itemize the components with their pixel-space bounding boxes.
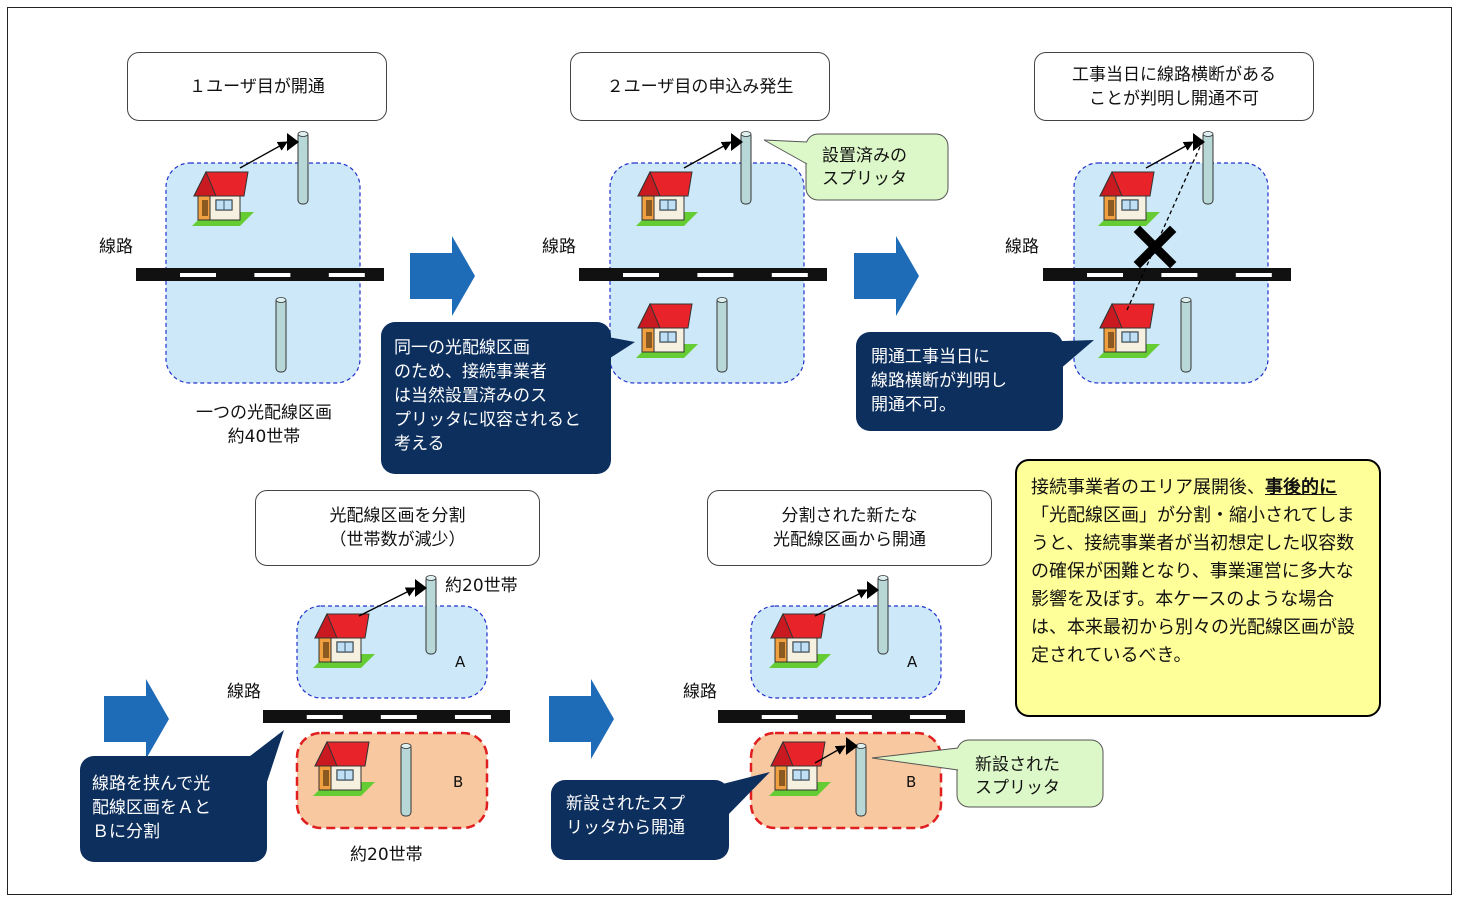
road-marking: [254, 273, 291, 277]
splitter-pole-icon: [877, 575, 889, 655]
households-a-label: 約20世帯: [445, 576, 518, 596]
new-splitter-callout-tail-border: [871, 747, 959, 771]
new-splitter-callout-tail: [872, 748, 959, 770]
households-b-label: 約20世帯: [350, 845, 423, 865]
diagram-frame: [7, 7, 1452, 895]
crossing-callout-text: 開通工事当日に 線路横断が判明し 開通不可。: [871, 347, 1007, 415]
split-callout-tail: [237, 730, 284, 794]
step4-title-box: 光配線区画を分割 （世帯数が減少）: [255, 490, 540, 566]
crossing-callout-tail: [1033, 340, 1094, 370]
pole-top: [275, 297, 287, 303]
installed-splitter-callout: [805, 133, 949, 201]
splitter-pole-icon: [425, 575, 437, 655]
splitter-pole-icon: [855, 743, 867, 817]
splitter-pole-icon: [297, 131, 309, 205]
road-marking: [835, 715, 872, 719]
road-marking: [1235, 273, 1272, 277]
road-label: 線路: [227, 682, 261, 702]
new-splitter-callout: [956, 739, 1104, 808]
road-label: 線路: [683, 682, 717, 702]
road-marking: [623, 273, 659, 277]
cross-mark-icon: [1133, 225, 1177, 269]
road-marking: [1087, 273, 1123, 277]
same-area-callout-text: 同一の光配線区画 のため、接続事業者 は当然設置済みのス プリッタに収容されると…: [394, 338, 581, 454]
note-text-2: 「光配線区画」が分割・縮小されてしまうと、接続事業者が当初想定した収容数の確保が…: [1031, 505, 1355, 666]
pole-top: [740, 131, 752, 137]
road-label: 線路: [542, 237, 576, 257]
area-description: 一つの光配線区画 約40世帯: [196, 403, 332, 447]
arrow-right-icon: [104, 679, 169, 759]
zone-a-label: A: [455, 653, 466, 671]
installed-splitter-callout-tail-border: [763, 139, 808, 165]
zone-b-label: B: [453, 773, 464, 791]
crossing-callout: [856, 332, 1063, 431]
step1-title-box: １ユーザ目が開通: [127, 52, 387, 121]
arrow-right-icon: [854, 236, 919, 316]
zone-a-label: A: [907, 653, 918, 671]
pole-top: [425, 575, 437, 581]
cable-end-marker: [867, 581, 879, 599]
splitter-pole-icon: [400, 743, 412, 817]
step3-title-box: 工事当日に線路横断がある ことが判明し開通不可: [1034, 52, 1314, 121]
drop-cable-line: [814, 589, 868, 617]
new-splitter-callout-text: 新設された スプリッタ: [975, 755, 1060, 798]
splitter-pole-icon: [740, 131, 752, 205]
split-callout-text: 線路を挟んで光 配線区画をＡと Ｂに分割: [92, 774, 211, 842]
blocked-drop-line: [1126, 139, 1204, 311]
new-splitter-open-callout: [551, 780, 729, 860]
drop-cable-line: [239, 141, 288, 169]
road-marking: [328, 273, 365, 277]
pole-top: [1202, 131, 1214, 137]
road-label: 線路: [1005, 237, 1039, 257]
road-marking: [306, 715, 343, 719]
road-marking: [380, 715, 417, 719]
installed-splitter-callout-text: 設置済みの スプリッタ: [822, 146, 907, 189]
pole-top: [877, 575, 889, 581]
arrow-right-icon: [410, 236, 475, 316]
cable-end-marker: [846, 737, 858, 755]
step2-title-box: ２ユーザ目の申込み発生: [570, 52, 830, 121]
drop-cable-line: [683, 141, 732, 169]
diagram-shapes: [80, 131, 1291, 862]
splitter-pole-icon: [1180, 297, 1192, 373]
road-marking: [180, 273, 216, 277]
new-splitter-open-callout-tail: [699, 772, 770, 818]
road-marking: [771, 273, 808, 277]
cable-end-marker: [1193, 133, 1205, 151]
cable-end-marker: [415, 579, 427, 597]
step5-title-box: 分割された新たな 光配線区画から開通: [707, 490, 992, 566]
road-label: 線路: [99, 237, 133, 257]
pole-top: [1180, 297, 1192, 303]
road-marking: [761, 715, 798, 719]
summary-note: 接続事業者のエリア展開後、事後的に「光配線区画」が分割・縮小されてしまうと、接続…: [1015, 459, 1381, 717]
same-area-callout-tail: [581, 332, 635, 360]
arrow-right-icon: [549, 679, 614, 759]
splitter-pole-icon: [275, 297, 287, 373]
zone-b-label: B: [906, 773, 917, 791]
drop-cable-line: [358, 587, 416, 617]
note-text-1: 接続事業者のエリア展開後、: [1031, 477, 1265, 498]
road-marking: [909, 715, 946, 719]
drop-cable-line: [814, 745, 846, 764]
new-splitter-open-callout-text: 新設されたスプ リッタから開通: [566, 794, 685, 838]
splitter-pole-icon: [1202, 131, 1214, 205]
splitter-pole-icon: [716, 297, 728, 373]
drop-cable-line: [1145, 141, 1194, 169]
note-emphasis: 事後的に: [1265, 477, 1337, 498]
cable-end-marker: [731, 133, 743, 151]
road-marking: [697, 273, 734, 277]
road-marking: [1161, 273, 1198, 277]
pole-top: [716, 297, 728, 303]
split-callout: [80, 756, 267, 862]
road-marking: [454, 715, 491, 719]
cable-end-marker: [287, 133, 299, 151]
pole-top: [400, 743, 412, 749]
same-area-callout: [381, 322, 611, 474]
pole-top: [297, 131, 309, 137]
